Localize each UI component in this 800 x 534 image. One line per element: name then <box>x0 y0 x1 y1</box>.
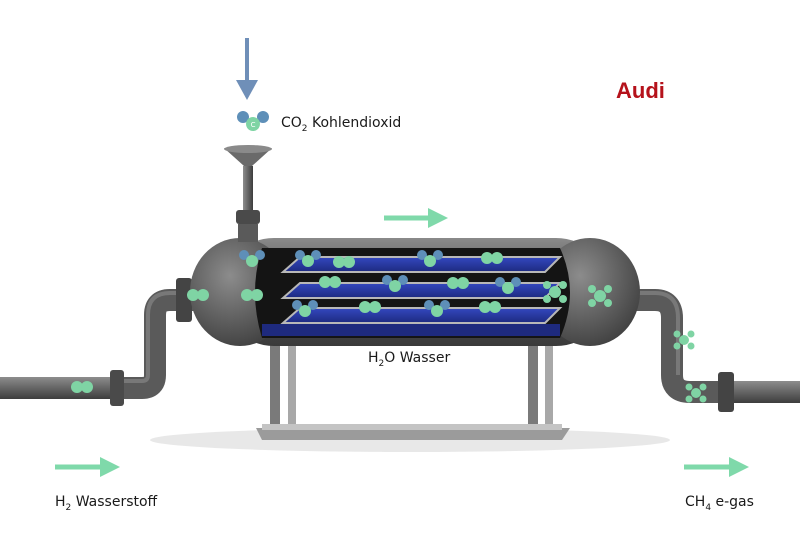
brand-logo: Audi <box>616 78 665 103</box>
h2o-label-main: H <box>368 350 379 366</box>
co2-label-rest: Kohlendioxid <box>307 115 402 131</box>
co2-label-main: CO <box>281 115 302 131</box>
co2-molecule-icon: C <box>237 111 269 131</box>
ch4-label-rest: e-gas <box>711 494 754 510</box>
co2-molecule-icon <box>239 250 521 317</box>
h2-label-sub: 2 <box>65 502 72 513</box>
co2-label: CO2 Kohlendioxid <box>281 115 401 134</box>
ch4-label-main: CH <box>685 494 706 510</box>
svg-text:C: C <box>251 121 256 129</box>
ch4-label-sub: 4 <box>705 502 712 513</box>
co2-label-sub: 2 <box>301 123 308 134</box>
down-arrow-icon <box>236 38 258 100</box>
h2o-label: H2O Wasser <box>368 350 450 369</box>
h2o-label-rest: O Wasser <box>384 350 451 366</box>
h2-label: H2 Wasserstoff <box>55 494 157 513</box>
inlet-pipe <box>0 278 200 406</box>
co2-funnel <box>224 145 272 242</box>
h2o-label-sub: 2 <box>378 358 385 369</box>
reaction-plates <box>262 256 563 336</box>
right-arrow-icon <box>384 208 448 228</box>
right-arrow-icon <box>55 457 120 477</box>
h2-label-main: H <box>55 494 66 510</box>
ch4-label: CH4 e-gas <box>685 494 754 513</box>
tank-stand <box>256 330 570 440</box>
h2-molecule-icon <box>71 252 503 393</box>
h2-label-rest: Wasserstoff <box>71 494 158 510</box>
ch4-molecule-icon <box>543 281 707 403</box>
right-arrow-icon <box>684 457 749 477</box>
